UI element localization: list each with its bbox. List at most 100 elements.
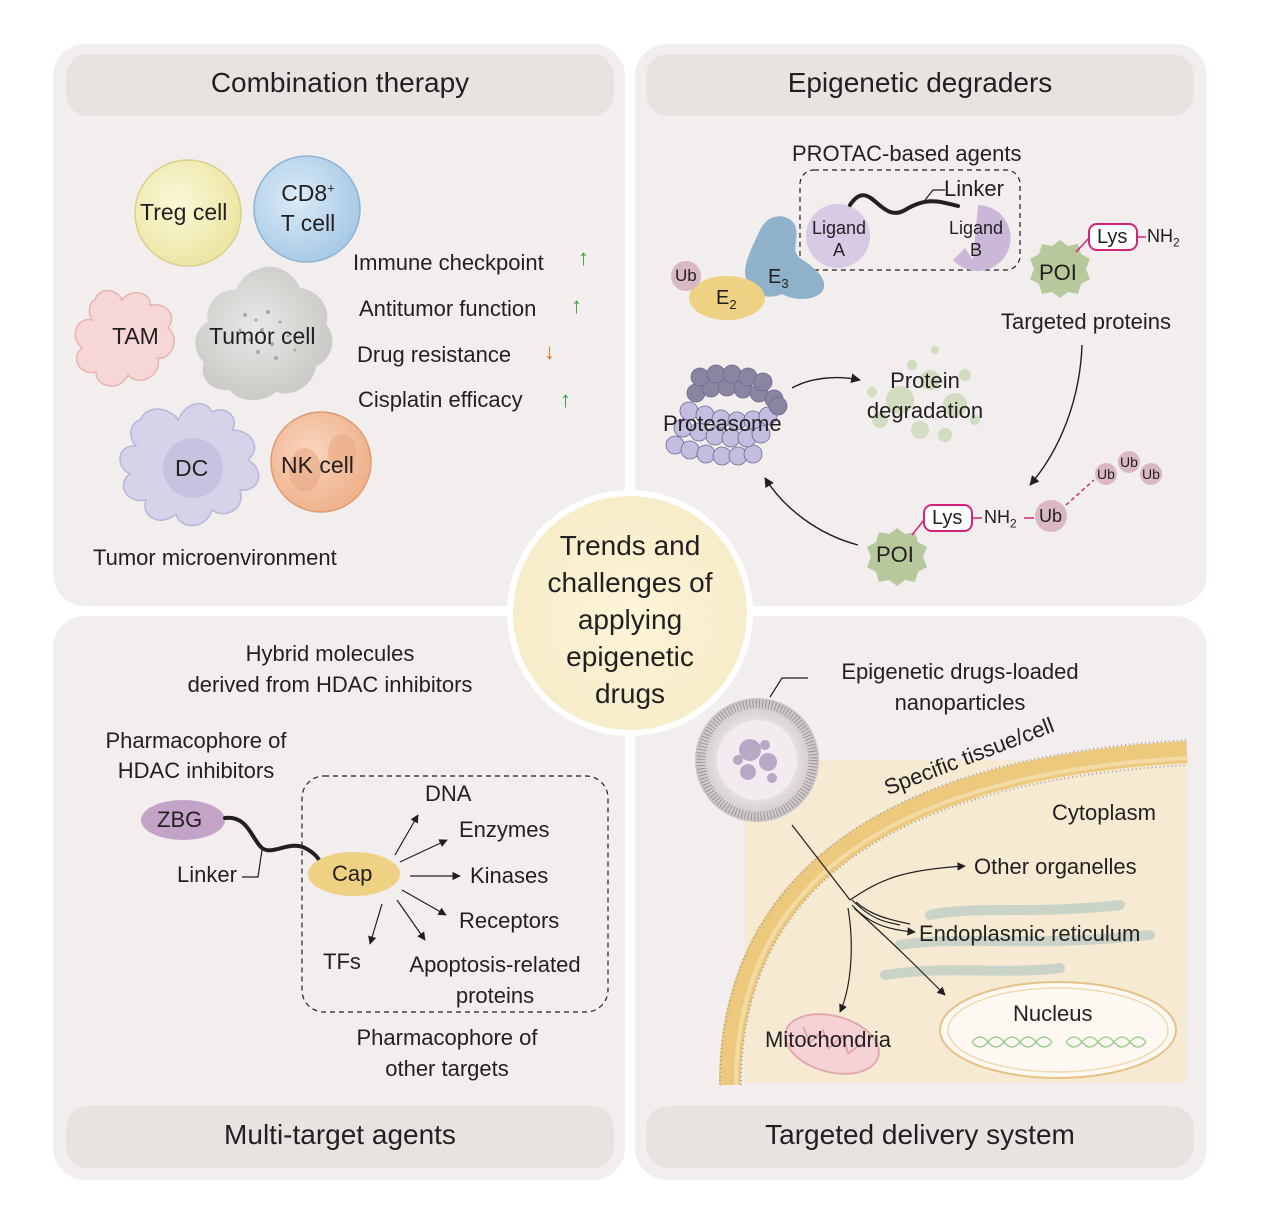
header-bar-degraders	[646, 54, 1194, 116]
dc-label: DC	[175, 455, 209, 481]
target-apoptosis: Apoptosis-related proteins	[394, 949, 596, 1011]
dna-helix	[971, 1036, 1147, 1048]
target-receptors: Receptors	[459, 908, 560, 933]
effect-cisplatin-efficacy: Cisplatin efficacy	[358, 387, 523, 412]
pharm-other-line2: other targets	[385, 1056, 509, 1081]
lys-bond-top	[1075, 237, 1090, 253]
ligand-a-label: Ligand A	[805, 217, 873, 261]
e3-label: E3	[768, 265, 789, 292]
pharmacophore-hdac-label: Pharmacophore of HDAC inhibitors	[85, 726, 307, 786]
apoptosis-line1: Apoptosis-related	[409, 952, 581, 977]
protac-label: PROTAC-based agents	[792, 141, 1022, 166]
tumor-cell-dots	[238, 310, 297, 360]
hdac-linker	[223, 815, 324, 868]
ub-label-attached: Ub	[1039, 506, 1063, 526]
nk-cell-label: NK cell	[281, 452, 354, 478]
hybrid-line2: derived from HDAC inhibitors	[187, 672, 473, 697]
delivery-arrows	[791, 824, 966, 1013]
nucleus	[939, 981, 1177, 1079]
mitochondria-label: Mitochondria	[765, 1027, 891, 1052]
header-bar-multitarget	[66, 1106, 614, 1168]
ligand-b	[953, 205, 1011, 271]
cd8-tcell-label: T cell	[280, 210, 336, 236]
target-kinases: Kinases	[470, 863, 549, 888]
protac-linker	[848, 193, 960, 215]
header-bar-delivery	[646, 1106, 1194, 1168]
e2-enzyme	[689, 276, 765, 320]
pharmacophore-other-label: Pharmacophore of other targets	[330, 1022, 564, 1084]
nano-pointer	[769, 677, 808, 698]
cap-label: Cap	[332, 861, 373, 886]
center-circle	[507, 490, 753, 736]
arrow-poi-to-proteasome	[764, 477, 859, 546]
nucleus-inner	[947, 987, 1169, 1073]
center-line-5: drugs	[594, 678, 666, 709]
degradation-cloud	[867, 346, 980, 442]
effect-immune-checkpoint: Immune checkpoint	[353, 250, 544, 275]
header-bar-combination	[66, 54, 614, 116]
tumor-microenvironment-label: Tumor microenvironment	[93, 545, 337, 570]
zbg-group	[141, 800, 225, 840]
title-combination: Combination therapy	[210, 67, 470, 98]
arrow-down-icon: ↓	[544, 339, 555, 364]
ub-chain-1	[1095, 463, 1117, 485]
nanoparticle-ring	[696, 699, 818, 821]
linker-pointer	[924, 189, 945, 201]
ub-label-e2: Ub	[675, 266, 697, 285]
cd8-text: CD8	[281, 180, 328, 206]
arrow-targeted-to-ubiquitinated	[1029, 344, 1083, 486]
center-title: Trends and challenges of applying epigen…	[510, 527, 750, 712]
targeted-proteins-label: Targeted proteins	[1001, 309, 1171, 334]
ligand-b-line2: B	[969, 240, 982, 260]
arrow-up-icon: ↑	[560, 387, 571, 412]
ub-chain-label-2: Ub	[1120, 454, 1138, 470]
arrow-proteasome-to-degradation	[791, 373, 861, 389]
ligand-b-line1: Ligand	[948, 218, 1004, 238]
poi-target	[1030, 240, 1090, 298]
nh2-text-bottom: NH	[984, 507, 1010, 527]
center-line-3: applying	[577, 604, 683, 635]
ligand-b-label: Ligand B	[942, 217, 1010, 261]
cd8-label: CD8+	[268, 180, 348, 208]
e2-text: E	[716, 287, 730, 309]
center-line-1: Trends and	[559, 530, 701, 561]
nanoparticle-core	[717, 720, 797, 800]
center-line-2: challenges of	[547, 567, 713, 598]
ub-chain-dashed	[1065, 479, 1095, 506]
linker-pointer-mt	[242, 849, 263, 878]
mitochondrion	[784, 1013, 880, 1075]
other-organelles-label: Other organelles	[974, 854, 1137, 879]
ligand-a	[806, 204, 870, 268]
hybrid-molecules-label: Hybrid molecules derived from HDAC inhib…	[150, 638, 510, 700]
cap-target-arrows	[368, 814, 461, 945]
tam-label: TAM	[112, 323, 159, 349]
e3-sub: 3	[781, 276, 789, 291]
nk-granules-2	[328, 434, 356, 470]
nano-line2: nanoparticles	[894, 690, 1026, 715]
nanoparticles-label: Epigenetic drugs-loaded nanoparticles	[810, 656, 1110, 718]
nano-line1: Epigenetic drugs-loaded	[841, 659, 1079, 684]
proteasome-label: Proteasome	[663, 411, 782, 436]
tumor-cell	[195, 266, 333, 401]
ub-chain-label-3: Ub	[1142, 466, 1160, 482]
e2-label: E2	[716, 286, 737, 313]
lys-label-top: Lys	[1097, 226, 1128, 248]
effect-antitumor-function: Antitumor function	[359, 296, 537, 321]
target-tfs: TFs	[323, 949, 361, 974]
er-label: Endoplasmic reticulum	[919, 921, 1141, 946]
pharm-hdac-line1: Pharmacophore of	[105, 728, 287, 753]
panel-degraders-bg	[635, 44, 1207, 606]
treg-cell	[134, 159, 242, 267]
ub-e2	[671, 261, 701, 291]
targets-box	[301, 775, 609, 1013]
nanoparticle-drugs	[733, 739, 777, 783]
target-enzymes: Enzymes	[459, 817, 550, 842]
e2-sub: 2	[729, 297, 737, 312]
center-line-4: epigenetic	[566, 641, 694, 672]
effect-drug-resistance: Drug resistance	[357, 342, 512, 367]
tam-cell	[74, 289, 175, 387]
poi-ubiquitinated	[867, 528, 927, 586]
poi-label-top: POI	[1039, 260, 1077, 285]
target-dna: DNA	[425, 781, 472, 806]
